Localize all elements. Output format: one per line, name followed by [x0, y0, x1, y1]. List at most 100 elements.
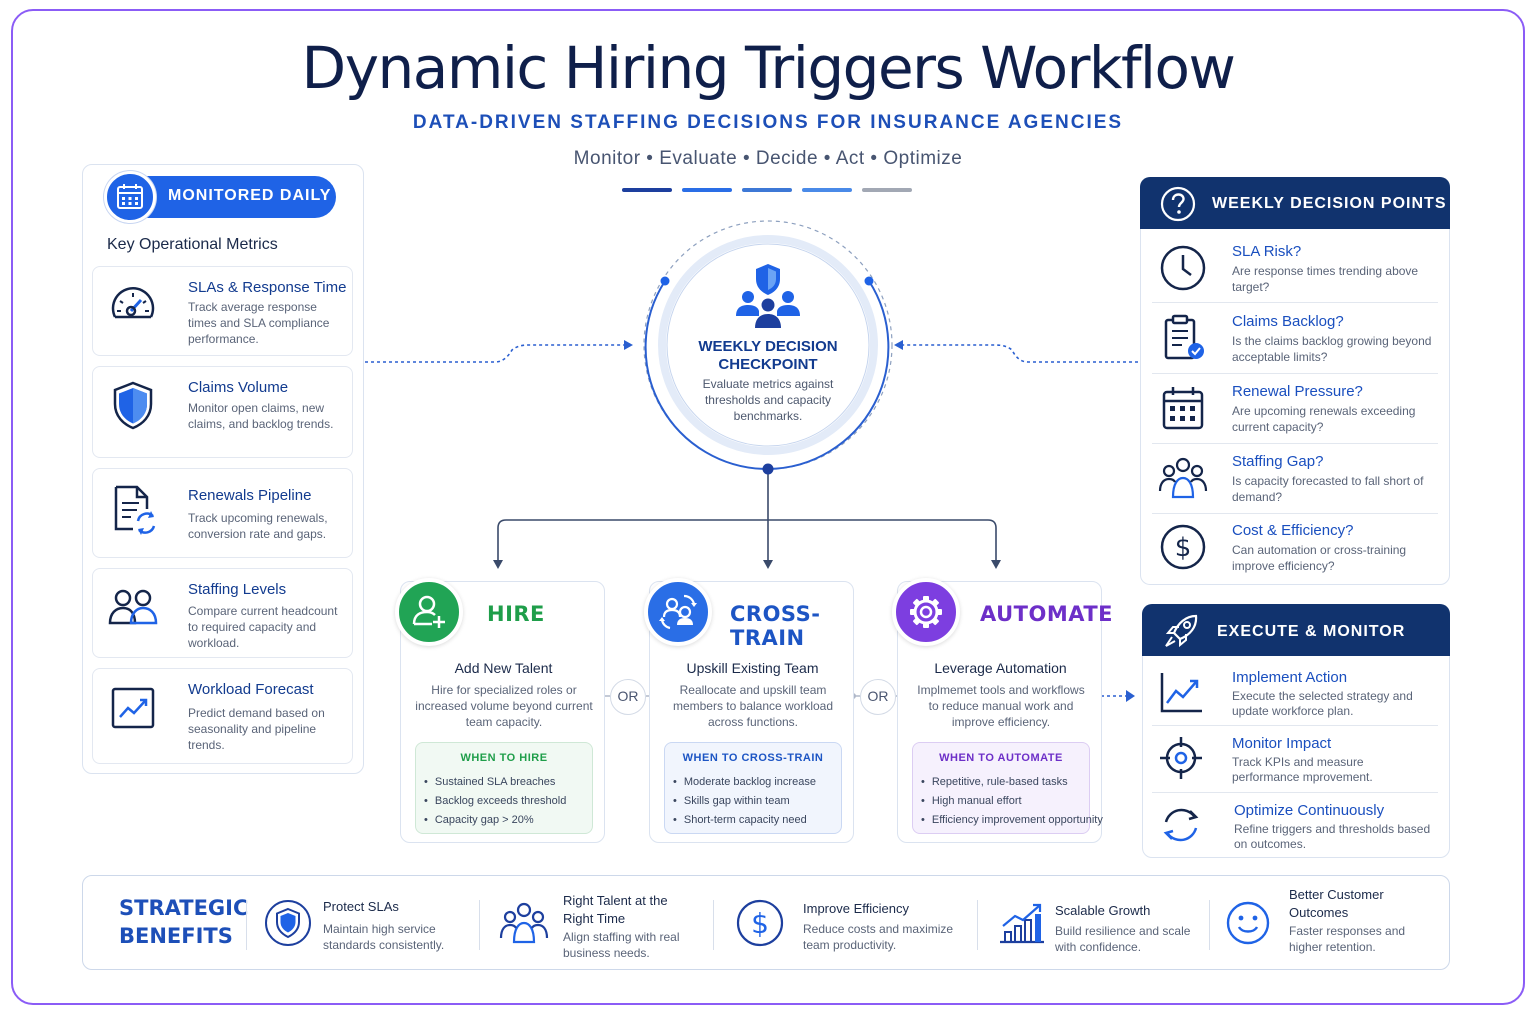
- benefit-desc: Build resilience and scale with confiden…: [1055, 924, 1191, 954]
- metric-card-slas: SLAs & Response Time Track average respo…: [92, 266, 353, 356]
- clipboard-check-icon: [1164, 314, 1204, 360]
- benefit-desc: Maintain high service standards consiste…: [323, 922, 445, 952]
- option-name: CROSS-TRAIN: [730, 602, 821, 650]
- when-item: Backlog exceeds threshold: [424, 792, 566, 811]
- option-desc: Reallocate and upskill team members to b…: [672, 683, 834, 729]
- trend-up-icon: [1160, 673, 1202, 713]
- when-item: Efficiency improvement opportunity: [921, 811, 1103, 830]
- metrics-heading: Key Operational Metrics: [107, 236, 278, 253]
- svg-text:$: $: [1175, 533, 1192, 563]
- divider: [246, 900, 247, 950]
- process-steps: Monitor • Evaluate • Decide • Act • Opti…: [573, 148, 963, 169]
- question-icon: [1160, 186, 1196, 222]
- page-subtitle: DATA-DRIVEN STAFFING DECISIONS FOR INSUR…: [412, 112, 1124, 133]
- shield-icon: [113, 381, 153, 430]
- decision-title: Staffing Gap?: [1232, 453, 1324, 470]
- team-icon: [499, 902, 549, 944]
- decision-title: Cost & Efficiency?: [1232, 522, 1354, 539]
- metric-card-renewals: Renewals Pipeline Track upcoming renewal…: [92, 468, 353, 558]
- benefit-customer-outcomes: Better Customer Outcomes Faster response…: [1223, 876, 1443, 971]
- divider: [1209, 900, 1210, 950]
- when-item: High manual effort: [921, 792, 1103, 811]
- progress-bar-5: [862, 188, 912, 192]
- decision-desc: Can automation or cross-training improve…: [1232, 543, 1407, 573]
- calendar-icon: [1162, 387, 1204, 430]
- benefit-improve-efficiency: $ Improve Efficiency Reduce costs and ma…: [735, 876, 975, 971]
- metric-card-claims: Claims Volume Monitor open claims, new c…: [92, 366, 353, 458]
- metric-card-staffing: Staffing Levels Compare current headcoun…: [92, 568, 353, 658]
- metric-title: Workload Forecast: [188, 681, 314, 698]
- monitored-daily-badge: MONITORED DAILY: [104, 171, 336, 223]
- smile-icon: [1226, 901, 1270, 945]
- dollar-icon: $: [1160, 524, 1206, 570]
- decision-title: Claims Backlog?: [1232, 313, 1344, 330]
- metric-title: Claims Volume: [188, 379, 289, 396]
- execute-title: Monitor Impact: [1232, 735, 1332, 752]
- progress-bars: [622, 188, 912, 192]
- page-frame: [11, 9, 1525, 1005]
- when-title: WHEN TO CROSS-TRAIN: [682, 752, 824, 764]
- option-name: HIRE: [487, 602, 545, 626]
- benefit-desc: Faster responses and higher retention.: [1289, 924, 1406, 954]
- execute-item-implement: Implement Action Execute the selected st…: [1152, 657, 1438, 723]
- option-card-hire: HIRE Add New Talent Hire for specialized…: [395, 578, 605, 843]
- benefit-desc: Align staffing with real business needs.: [563, 930, 680, 960]
- weekly-decision-header: WEEKLY DECISION POINTS: [1140, 177, 1450, 229]
- decision-point-staffing: Staffing Gap? Is capacity forecasted to …: [1152, 443, 1438, 513]
- benefit-right-talent: Right Talent at the Right Time Align sta…: [499, 876, 711, 971]
- decision-title: Renewal Pressure?: [1232, 383, 1363, 400]
- speedometer-icon: [111, 287, 155, 319]
- dollar-icon: $: [736, 899, 784, 947]
- metric-title: Renewals Pipeline: [188, 487, 312, 504]
- when-item: Repetitive, rule-based tasks: [921, 773, 1103, 792]
- team-icon: [1158, 457, 1208, 499]
- team-shield-icon: [736, 264, 800, 328]
- metric-desc: Compare current headcount to required ca…: [188, 604, 338, 650]
- when-item: Short-term capacity need: [673, 811, 816, 830]
- progress-bar-4: [802, 188, 852, 192]
- when-item: Skills gap within team: [673, 792, 816, 811]
- when-list: Moderate backlog increase Skills gap wit…: [673, 773, 816, 830]
- divider: [1152, 792, 1438, 793]
- metric-desc: Track average response times and SLA com…: [188, 300, 330, 346]
- metric-desc: Track upcoming renewals, conversion rate…: [188, 511, 328, 541]
- option-card-automate: AUTOMATE Leverage Automation Implmemet t…: [892, 578, 1113, 843]
- when-title: WHEN TO AUTOMATE: [939, 752, 1063, 764]
- checkpoint-title-line2: CHECKPOINT: [718, 356, 818, 373]
- execute-desc: Refine triggers and thresholds based on …: [1234, 822, 1431, 851]
- option-desc: Hire for specialized roles or increased …: [415, 683, 593, 729]
- decision-desc: Are response times trending above target…: [1232, 264, 1419, 294]
- trend-chart-icon: [111, 687, 155, 729]
- benefit-title: Better Customer Outcomes: [1289, 887, 1384, 920]
- or-connector-1: OR: [610, 679, 646, 715]
- metric-desc: Monitor open claims, new claims, and bac…: [188, 401, 334, 431]
- divider: [1152, 513, 1438, 514]
- people-icon: [108, 589, 158, 625]
- execute-monitor-title: EXECUTE & MONITOR: [1217, 623, 1406, 640]
- execute-monitor-header: EXECUTE & MONITOR: [1142, 604, 1450, 656]
- when-title: WHEN TO HIRE: [460, 752, 548, 764]
- strategic-benefits-panel: STRATEGIC BENEFITS Protect SLAs Maintain…: [82, 875, 1450, 970]
- execute-desc: Execute the selected strategy and update…: [1232, 689, 1413, 718]
- people-swap-icon: [644, 578, 712, 646]
- decision-point-sla: SLA Risk? Are response times trending ab…: [1152, 233, 1438, 303]
- progress-bar-2: [682, 188, 732, 192]
- execute-item-monitor: Monitor Impact Track KPIs and measure pe…: [1152, 723, 1438, 789]
- benefit-protect-slas: Protect SLAs Maintain high service stand…: [263, 876, 477, 971]
- when-box-cross-train: WHEN TO CROSS-TRAIN Moderate backlog inc…: [664, 742, 842, 834]
- execute-title: Implement Action: [1232, 669, 1348, 686]
- shield-icon: [265, 900, 311, 946]
- or-connector-2: OR: [860, 679, 896, 715]
- clock-icon: [1160, 245, 1206, 291]
- when-list: Sustained SLA breaches Backlog exceeds t…: [424, 773, 566, 830]
- benefit-scalable-growth: Scalable Growth Build resilience and sca…: [997, 876, 1211, 971]
- metric-desc: Predict demand based on seasonality and …: [188, 706, 325, 752]
- monitored-daily-label: MONITORED DAILY: [168, 187, 332, 204]
- progress-bar-3: [742, 188, 792, 192]
- when-box-automate: WHEN TO AUTOMATE Repetitive, rule-based …: [912, 742, 1103, 834]
- decision-point-cost: $ Cost & Efficiency? Can automation or c…: [1152, 512, 1438, 582]
- option-card-cross-train: CROSS-TRAIN Upskill Existing Team Reallo…: [644, 578, 854, 843]
- weekly-decision-title: WEEKLY DECISION POINTS: [1212, 195, 1447, 212]
- when-list: Repetitive, rule-based tasks High manual…: [921, 773, 1103, 830]
- cycle-icon: [1163, 808, 1199, 842]
